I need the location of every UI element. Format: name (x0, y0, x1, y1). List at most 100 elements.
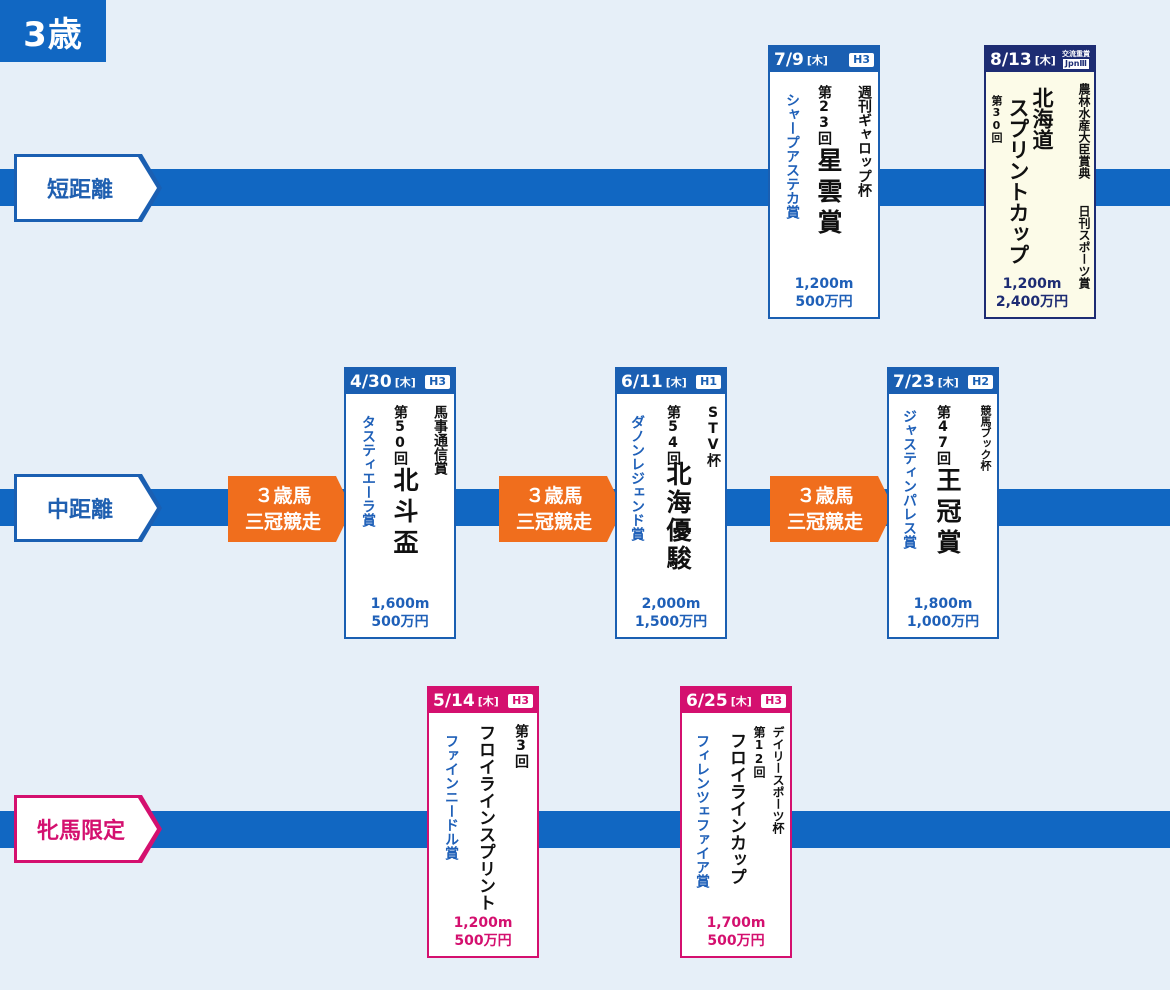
race-name: 北海優駿 (663, 461, 692, 573)
race-ordinal: 第12回 (752, 726, 766, 778)
category-fillies-label: 牝馬限定 (17, 798, 157, 860)
triple-crown-line1: ３歳馬 (525, 485, 583, 507)
race-date: 5/14 (433, 690, 475, 711)
race-card-header: 5/14 [木] H3 (429, 688, 537, 713)
race-distance: 1,200m (794, 276, 854, 292)
race-subtitle: ファインニードル賞 (443, 734, 459, 860)
race-weekday: [木] (394, 375, 416, 389)
race-meta: 1,800m 1,000万円 (889, 595, 997, 631)
race-sponsor: STV杯 (705, 405, 721, 467)
category-sprint: 短距離 (14, 154, 162, 222)
race-weekday: [木] (1034, 53, 1056, 67)
race-date: 6/25 (686, 690, 728, 711)
race-weekday: [木] (477, 694, 499, 708)
grade-badge: 交流重賞 JpnⅢ (1062, 50, 1090, 69)
race-card-hokuto-hai[interactable]: 4/30 [木] H3 タスティエーラ賞 第50回 北斗盃 馬事通信賞 1,60… (344, 367, 456, 639)
triple-crown-arrow-1: ３歳馬 三冠競走 (228, 476, 352, 542)
race-ordinal: 第30回 (990, 95, 1003, 143)
race-card-header: 7/23 [木] H2 (889, 369, 997, 394)
race-prize: 500万円 (454, 933, 512, 949)
triple-crown-line2: 三冠競走 (515, 511, 592, 533)
race-weekday: [木] (665, 375, 687, 389)
race-date: 7/23 (893, 371, 935, 392)
race-ordinal: 第3回 (513, 724, 529, 768)
race-ordinal: 第23回 (816, 85, 832, 145)
grade-label: JpnⅢ (1063, 59, 1089, 69)
race-name-line2: スプリントカップ (1006, 97, 1030, 265)
race-meta: 1,200m 500万円 (429, 914, 537, 950)
race-card-fraulein-sprint[interactable]: 5/14 [木] H3 ファインニードル賞 フロイラインスプリント 第3回 1,… (427, 686, 539, 958)
race-date: 7/9 (774, 49, 804, 70)
category-middle-label: 中距離 (17, 477, 157, 539)
race-card-seiun[interactable]: 7/9 [木] H3 シャープアステカ賞 第23回 星雲賞 週刊ギャロップ杯 1… (768, 45, 880, 319)
category-sprint-label: 短距離 (17, 157, 157, 219)
race-date: 8/13 (990, 49, 1032, 70)
race-prize: 1,500万円 (634, 614, 708, 630)
race-name: フロイラインスプリント (475, 724, 495, 911)
race-sponsor: 競馬ブック杯 (979, 405, 992, 471)
race-card-fraulein-cup[interactable]: 6/25 [木] H3 フィレンツェファイア賞 フロイラインカップ 第12回 デ… (680, 686, 792, 958)
race-distance: 2,000m (641, 596, 701, 612)
race-sponsor-line1: 農林水産大臣賞典 (1077, 83, 1091, 179)
race-card-header: 7/9 [木] H3 (770, 47, 878, 72)
category-fillies: 牝馬限定 (14, 795, 162, 863)
race-subtitle: タスティエーラ賞 (360, 415, 376, 527)
race-name: 北斗盃 (390, 467, 419, 560)
race-prize: 500万円 (371, 614, 429, 630)
race-distance: 1,200m (453, 915, 513, 931)
grade-badge: H3 (508, 693, 533, 708)
triple-crown-line1: ３歳馬 (796, 485, 854, 507)
race-meta: 1,200m 2,400万円 (978, 275, 1086, 311)
race-prize: 1,000万円 (906, 614, 980, 630)
race-prize: 500万円 (707, 933, 765, 949)
race-card-header: 6/11 [木] H1 (617, 369, 725, 394)
race-subtitle: シャープアステカ賞 (784, 93, 800, 219)
grade-badge: H3 (761, 693, 786, 708)
race-card-hokkaido-sprint-cup[interactable]: 8/13 [木] 交流重賞 JpnⅢ 第30回 北海道 スプリントカップ 農林水… (984, 45, 1096, 319)
category-middle: 中距離 (14, 474, 162, 542)
race-prize: 2,400万円 (995, 294, 1069, 310)
race-ordinal: 第50回 (392, 405, 408, 465)
triple-crown-line1: ３歳馬 (254, 485, 312, 507)
race-date: 6/11 (621, 371, 663, 392)
race-card-header: 4/30 [木] H3 (346, 369, 454, 394)
race-weekday: [木] (806, 53, 828, 67)
race-name: フロイラインカップ (726, 732, 746, 885)
race-meta: 1,200m 500万円 (770, 275, 878, 311)
race-subtitle: フィレンツェファイア賞 (694, 734, 710, 888)
race-meta: 2,000m 1,500万円 (617, 595, 725, 631)
race-subtitle: ジャスティンパレス賞 (901, 409, 917, 549)
grade-badge: H3 (849, 52, 874, 67)
race-weekday: [木] (937, 375, 959, 389)
fillies-band (0, 811, 1170, 848)
race-distance: 1,700m (706, 915, 766, 931)
race-card-oukan-sho[interactable]: 7/23 [木] H2 ジャスティンパレス賞 第47回 王冠賞 競馬ブック杯 1… (887, 367, 999, 639)
race-sponsor: 馬事通信賞 (432, 405, 448, 475)
grade-badge: H3 (425, 374, 450, 389)
race-ordinal: 第54回 (665, 405, 681, 465)
grade-category: 交流重賞 (1062, 50, 1090, 58)
grade-badge: H2 (968, 374, 993, 389)
race-card-header: 8/13 [木] 交流重賞 JpnⅢ (986, 47, 1094, 72)
race-prize: 500万円 (795, 294, 853, 310)
race-meta: 1,600m 500万円 (346, 595, 454, 631)
race-meta: 1,700m 500万円 (682, 914, 790, 950)
race-subtitle: ダノンレジェンド賞 (629, 415, 645, 541)
triple-crown-arrow-3: ３歳馬 三冠競走 (770, 476, 894, 542)
race-distance: 1,600m (370, 596, 430, 612)
triple-crown-line2: 三冠競走 (244, 511, 321, 533)
race-name: 星雲賞 (814, 147, 843, 240)
sprint-band (0, 169, 1170, 206)
race-card-hokkai-yushun[interactable]: 6/11 [木] H1 ダノンレジェンド賞 第54回 北海優駿 STV杯 2,0… (615, 367, 727, 639)
race-name: 王冠賞 (933, 467, 962, 560)
race-weekday: [木] (730, 694, 752, 708)
race-name-line1: 北海道 (1030, 87, 1054, 150)
race-card-header: 6/25 [木] H3 (682, 688, 790, 713)
race-date: 4/30 (350, 371, 392, 392)
race-ordinal: 第47回 (935, 405, 951, 465)
race-distance: 1,800m (913, 596, 973, 612)
race-sponsor: デイリースポーツ杯 (771, 726, 785, 834)
race-sponsor: 週刊ギャロップ杯 (856, 85, 872, 197)
race-sponsor-line2: 日刊スポーツ賞 (1077, 205, 1091, 289)
triple-crown-arrow-2: ３歳馬 三冠競走 (499, 476, 623, 542)
